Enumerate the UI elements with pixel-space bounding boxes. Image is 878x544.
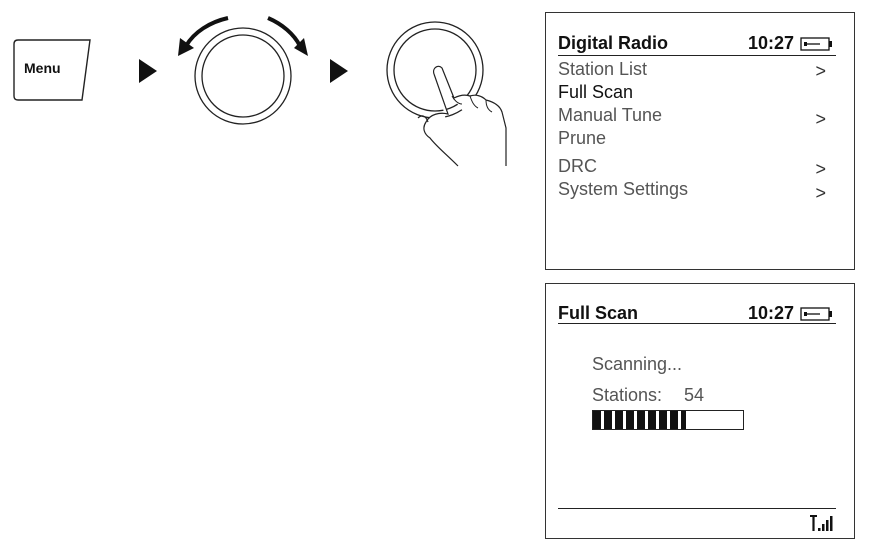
- menu-item-system-settings[interactable]: System Settings: [558, 179, 689, 199]
- battery-icon: [800, 37, 832, 51]
- menu-key-shape: [13, 39, 91, 101]
- scan-progress-fill: [593, 411, 686, 429]
- chevron-right-icon: >: [815, 159, 826, 179]
- play-arrow-icon: [330, 59, 348, 83]
- menu-item-manual-tune[interactable]: Manual Tune: [558, 105, 663, 125]
- rotary-knob-press-icon[interactable]: [382, 18, 532, 173]
- screen-title: Full Scan: [558, 303, 639, 323]
- title-divider: [558, 55, 836, 56]
- menu-item-station-list[interactable]: Station List: [558, 59, 648, 79]
- battery-icon: [800, 307, 832, 321]
- menu-item-prune[interactable]: Prune: [558, 128, 607, 148]
- scan-progress-bar: [592, 410, 744, 430]
- clock: 10:27: [748, 33, 795, 53]
- signal-strength-icon: [810, 515, 833, 531]
- stations-count: 54: [684, 385, 705, 405]
- scan-status: Scanning...: [592, 354, 683, 374]
- chevron-right-icon: >: [815, 109, 826, 129]
- footer-divider: [558, 508, 836, 509]
- pointing-hand-icon: [417, 65, 507, 167]
- title-divider: [558, 323, 836, 324]
- play-arrow-icon: [139, 59, 157, 83]
- clock: 10:27: [748, 303, 795, 323]
- menu-item-drc[interactable]: DRC: [558, 156, 597, 176]
- rotary-knob-rotate-icon[interactable]: [172, 8, 312, 128]
- screen-title: Digital Radio: [558, 33, 669, 53]
- chevron-right-icon: >: [815, 183, 826, 203]
- menu-key[interactable]: Menu: [10, 38, 94, 104]
- menu-screen: Digital Radio 10:27 Station List > Full …: [545, 12, 855, 270]
- stations-label: Stations:: [592, 385, 663, 405]
- menu-item-full-scan[interactable]: Full Scan: [558, 82, 634, 102]
- menu-key-label: Menu: [24, 60, 61, 76]
- chevron-right-icon: >: [815, 61, 826, 81]
- scan-screen: Full Scan 10:27 Scanning... Stations: 54: [545, 283, 855, 539]
